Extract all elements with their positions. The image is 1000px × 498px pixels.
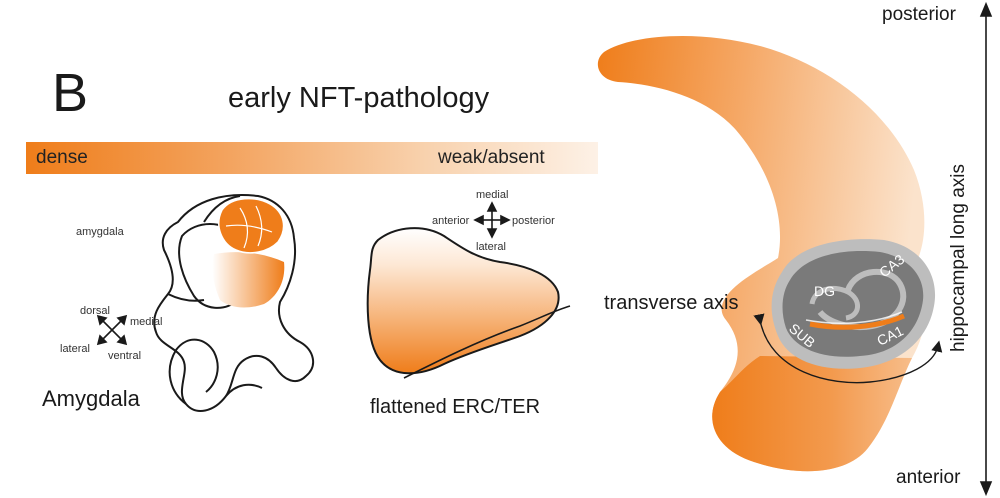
amygdala-dorsal-label: dorsal: [80, 305, 110, 317]
long-axis-arrow: [979, 1, 993, 497]
amygdala-caption: Amygdala: [42, 386, 140, 411]
erc-caption: flattened ERC/TER: [370, 396, 541, 418]
amygdala-orientation-rose: [96, 314, 128, 346]
erc-drawing: [366, 227, 571, 379]
erc-posterior-label: posterior: [512, 215, 555, 227]
gradient-weak-label: weak/absent: [438, 147, 545, 168]
subfield-dg: DG: [814, 283, 835, 299]
amygdala-small-label: amygdala: [76, 226, 125, 238]
amygdala-medial-label: medial: [130, 316, 162, 328]
dentate-gyrus-fold: [809, 286, 860, 321]
erc-lateral-label: lateral: [476, 241, 506, 253]
hippocampus-drawing: DG CA3 SUB CA1: [597, 35, 943, 472]
anterior-label: anterior: [896, 467, 961, 488]
amygdala-outer-outline: [153, 194, 315, 412]
transverse-axis-label: transverse axis: [604, 292, 739, 314]
figure-title: early NFT-pathology: [228, 82, 490, 114]
posterior-label: posterior: [882, 4, 956, 25]
erc-border-line: [403, 305, 571, 379]
amygdala-ventral-label: ventral: [108, 350, 141, 362]
panel-letter: B: [52, 63, 89, 123]
gradient-dense-label: dense: [36, 147, 88, 168]
erc-orientation-rose: [473, 201, 511, 239]
erc-flattened-shape: [366, 227, 560, 375]
amygdala-tract: [168, 338, 219, 405]
long-axis-label: hippocampal long axis: [948, 163, 969, 352]
erc-anterior-label: anterior: [432, 215, 470, 227]
amygdala-dense-nucleus: [218, 197, 285, 254]
amygdala-drawing: [153, 194, 315, 412]
density-gradient-bar: [26, 142, 598, 174]
erc-medial-label: medial: [476, 189, 508, 201]
amygdala-lateral-label: lateral: [60, 343, 90, 355]
amygdala-shaded-region: [212, 252, 285, 308]
transverse-axis-arrow: [753, 313, 943, 384]
